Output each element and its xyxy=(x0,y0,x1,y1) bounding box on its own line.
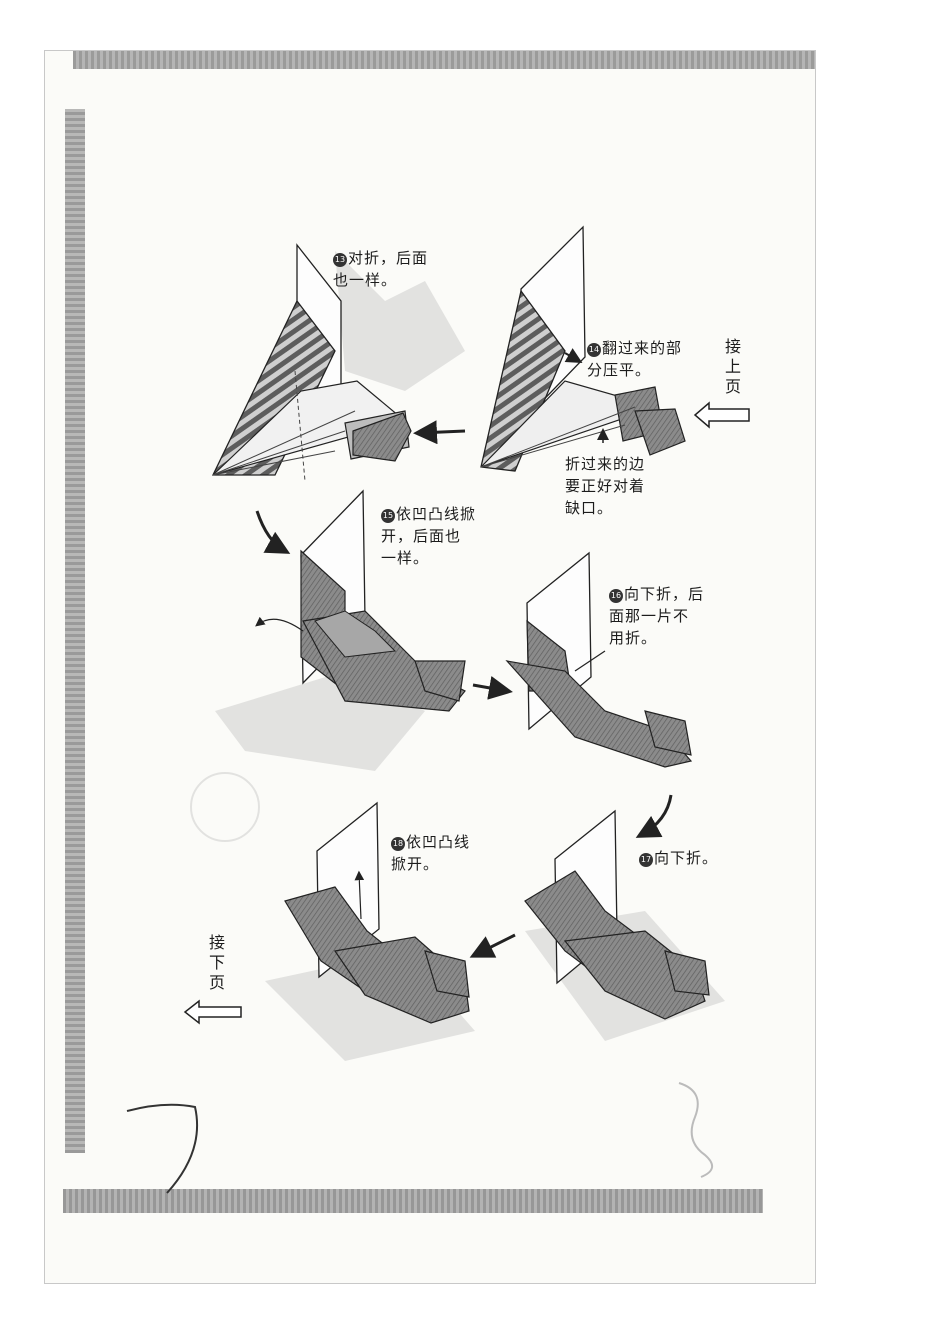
arrow-14-to-13 xyxy=(413,420,466,445)
continue-from-arrow xyxy=(693,401,750,429)
edge-note-text: 折过来的边 要正好对着 缺口。 xyxy=(565,455,646,517)
top-border-band xyxy=(73,51,815,69)
left-border-band xyxy=(65,109,85,1153)
step-14-model xyxy=(480,225,686,472)
step-16-model xyxy=(505,551,693,768)
step-14-text: 翻过来的部 分压平。 xyxy=(587,339,683,379)
step-17-text: 向下折。 xyxy=(654,849,719,867)
pen-scribble xyxy=(126,1103,199,1194)
step-18-text: 依凹凸线 掀开。 xyxy=(391,833,471,873)
continue-from-label: 接上页 xyxy=(724,337,741,396)
step-18-model xyxy=(284,801,470,1024)
arrow-16-to-17 xyxy=(635,794,673,838)
step-17-model xyxy=(524,809,710,1020)
arrow-17-to-18 xyxy=(469,933,516,958)
bottom-border-band xyxy=(63,1189,763,1213)
step-15-model xyxy=(255,489,466,712)
arrow-15-to-16 xyxy=(472,676,513,700)
continue-to-label: 接下页 xyxy=(208,933,225,992)
continue-to-arrow xyxy=(183,999,242,1025)
step-13-model xyxy=(211,243,412,482)
step-16-text: 向下折，后 面那一片不 用折。 xyxy=(609,585,705,647)
edge-note: 折过来的边 要正好对着 缺口。 xyxy=(565,453,645,519)
arrow-13-to-15 xyxy=(255,510,291,554)
step-15-text: 依凹凸线掀 开，后面也 一样。 xyxy=(381,505,477,567)
origami-diagram xyxy=(126,225,750,1194)
faint-scribble xyxy=(678,1082,713,1178)
step-13-text: 对折，后面 也一样。 xyxy=(333,249,429,289)
